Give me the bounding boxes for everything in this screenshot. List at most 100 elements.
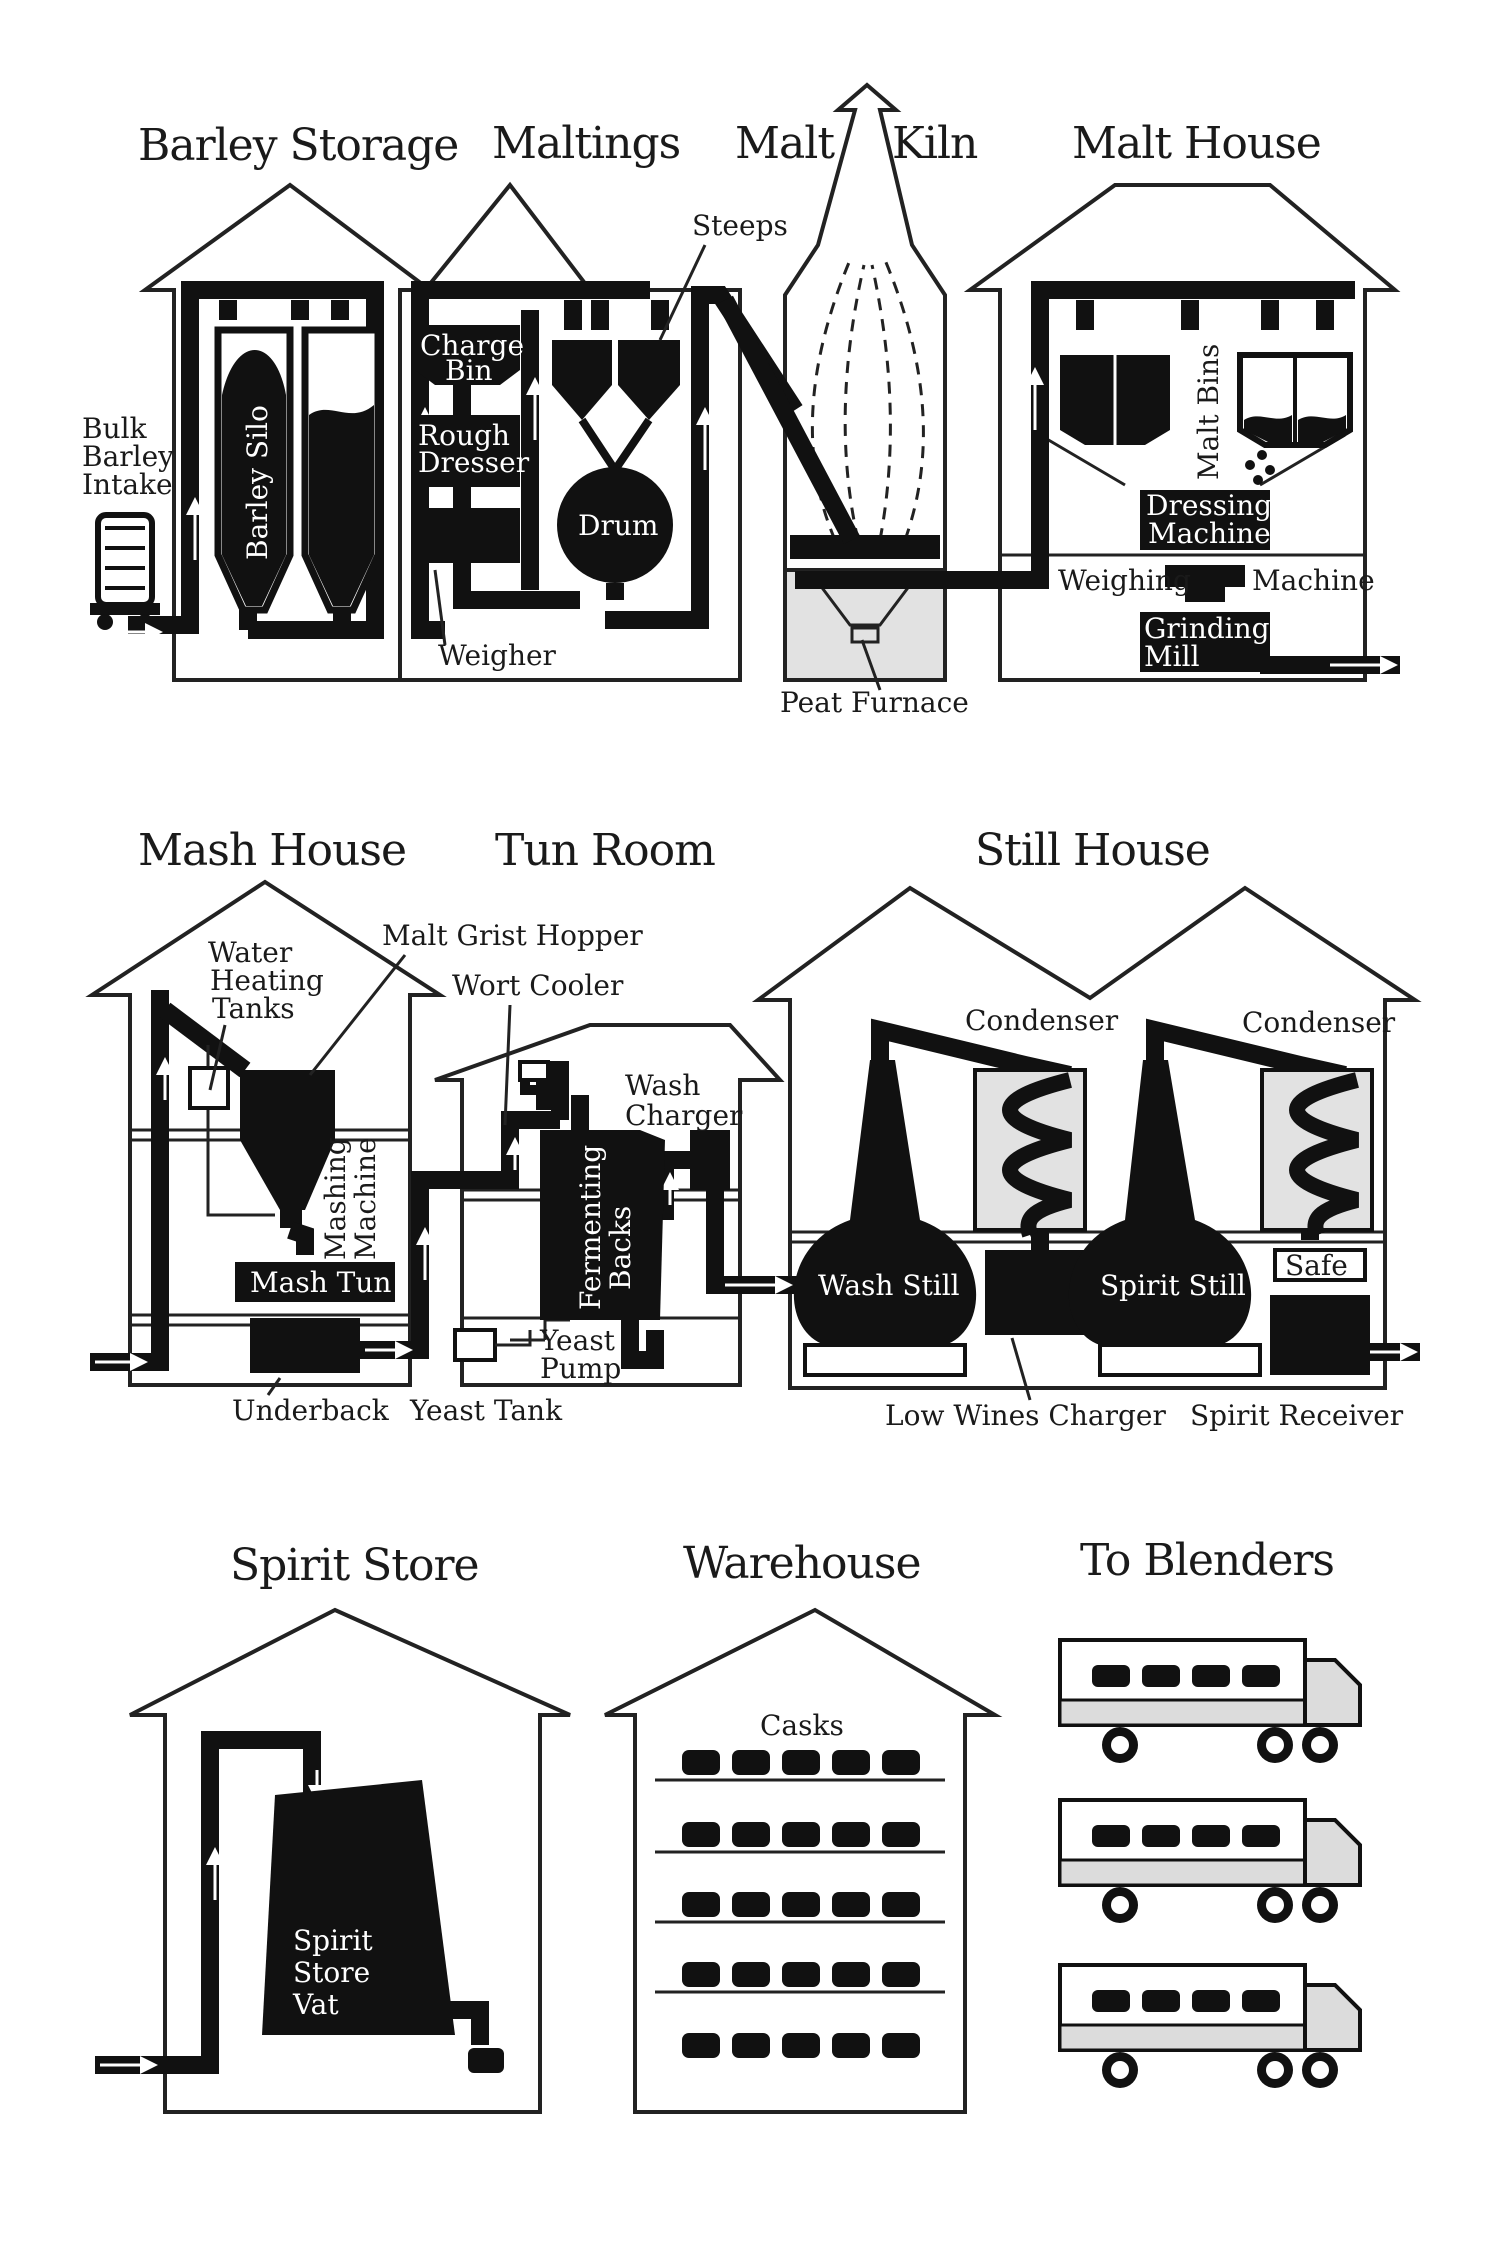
cask: [882, 1822, 920, 1847]
label-spirit-receiver: Spirit Receiver: [1190, 1399, 1404, 1432]
svg-text:Spirit: Spirit: [293, 1924, 373, 1957]
cask: [832, 1822, 870, 1847]
condenser-1: [973, 1068, 1087, 1238]
label-malt-grist-hopper: Malt Grist Hopper: [382, 919, 643, 952]
cask: [732, 2033, 770, 2058]
cask: [832, 2033, 870, 2058]
dressing-machine: [1140, 490, 1270, 550]
cask: [782, 1822, 820, 1847]
yeast-tank: [453, 1328, 497, 1362]
svg-text:Fermenting: Fermenting: [574, 1145, 607, 1310]
cask: [782, 1750, 820, 1775]
lorry: [1058, 1638, 1362, 1763]
cask: [682, 1750, 720, 1775]
svg-text:Grinding: Grinding: [1144, 612, 1270, 645]
malt-grist-hopper: [240, 1070, 335, 1255]
svg-text:Pump: Pump: [540, 1352, 621, 1385]
label-fermenting-backs: Fermenting Backs: [574, 1145, 637, 1310]
title-to-blenders: To Blenders: [1080, 1535, 1334, 1586]
label-peat-furnace: Peat Furnace: [780, 686, 969, 719]
label-low-wines-charger: Low Wines Charger: [885, 1399, 1166, 1432]
label-yeast-pump: Yeast Pump: [539, 1324, 621, 1385]
panel3-section-titles: Spirit Store Warehouse To Blenders: [230, 1535, 1335, 1591]
title-tun-room: Tun Room: [495, 825, 715, 876]
panel-maturation: Spirit Store Vat Casks Spirit Store Ware…: [95, 1535, 1362, 2114]
leader-water-tanks: [208, 1024, 227, 1091]
svg-text:Charge: Charge: [420, 329, 524, 362]
svg-text:Dressing: Dressing: [1146, 489, 1272, 522]
label-water-heating-tanks: Water Heating Tanks: [208, 936, 324, 1025]
rough-dresser: [415, 415, 520, 487]
bulk-barley-intake-truck: [90, 512, 160, 630]
title-spirit-store: Spirit Store: [230, 1540, 479, 1591]
lorry: [1058, 1798, 1362, 1923]
label-wash-still: Wash Still: [818, 1269, 960, 1302]
leader-grist-hopper: [308, 954, 407, 1076]
svg-text:Vat: Vat: [292, 1988, 339, 2021]
svg-text:Tanks: Tanks: [212, 992, 295, 1025]
leader-peat-furnace: [860, 639, 882, 691]
cask: [782, 2033, 820, 2058]
title-mash-house: Mash House: [138, 825, 406, 876]
condenser-2: [1260, 1068, 1374, 1238]
mash-tun: [235, 1262, 395, 1302]
cask: [732, 1892, 770, 1917]
label-drum: Drum: [578, 509, 658, 542]
malt-bins: [1060, 300, 1353, 485]
label-underback: Underback: [232, 1394, 390, 1427]
label-steeps: Steeps: [692, 209, 788, 242]
leader-low-wines: [1010, 1337, 1032, 1401]
water-heating-tank: [188, 1066, 230, 1110]
wash-still: [793, 1060, 977, 1377]
drum: [557, 467, 673, 600]
svg-text:Yeast: Yeast: [539, 1324, 616, 1357]
svg-text:Machine: Machine: [1148, 517, 1271, 550]
cask: [882, 1962, 920, 1987]
svg-text:Charger: Charger: [625, 1099, 743, 1132]
svg-text:Machine: Machine: [349, 1137, 382, 1260]
svg-text:Wash: Wash: [625, 1069, 700, 1102]
svg-text:Barley: Barley: [82, 440, 174, 473]
label-safe: Safe: [1285, 1249, 1348, 1282]
label-machine: Machine: [1252, 564, 1375, 597]
label-casks: Casks: [760, 1709, 844, 1742]
kiln-building: [783, 82, 947, 682]
title-still-house: Still House: [975, 825, 1210, 876]
label-bulk-barley-intake: Bulk Barley Intake: [82, 412, 174, 501]
panel-malting: Barley Storage Maltings Malt Kiln Malt H…: [82, 82, 1401, 719]
cask: [782, 1962, 820, 1987]
title-kiln: Kiln: [892, 118, 978, 169]
cask: [832, 1892, 870, 1917]
cask: [732, 1750, 770, 1775]
title-warehouse: Warehouse: [683, 1538, 921, 1589]
spirit-store-building: [129, 1607, 571, 2114]
cask: [832, 1962, 870, 1987]
low-wines-charger: [985, 1250, 1085, 1335]
steeps-tanks: [552, 340, 680, 478]
grinding-mill: [1140, 612, 1270, 672]
leader-steeps: [658, 244, 707, 341]
pipework-malting: [128, 281, 1400, 674]
casks-rows: [682, 1750, 920, 2058]
label-mashing-machine: Mashing Machine: [319, 1137, 382, 1260]
svg-text:Bulk: Bulk: [82, 412, 148, 445]
cask: [732, 1822, 770, 1847]
label-condenser-1: Condenser: [965, 1004, 1119, 1037]
label-barley-silo: Barley Silo: [241, 405, 274, 560]
kiln-vapour-lines: [810, 259, 925, 541]
svg-text:Bin: Bin: [445, 354, 493, 387]
panel1-section-titles: Barley Storage Maltings Malt Kiln Malt H…: [138, 118, 1322, 171]
label-grinding-mill: Grinding Mill: [1144, 612, 1270, 673]
fermenting-backs: [540, 1130, 665, 1320]
underback: [250, 1318, 360, 1373]
cask: [832, 1750, 870, 1775]
label-weigher: Weigher: [438, 639, 557, 672]
svg-text:Store: Store: [293, 1956, 370, 1989]
label-wash-charger: Wash Charger: [625, 1069, 743, 1132]
spirit-store-vat-label: Spirit Store Vat: [292, 1924, 373, 2021]
barley-silo-right: [301, 326, 382, 614]
label-charge-bin: Charge Bin: [420, 329, 524, 387]
title-malt: Malt: [735, 118, 835, 169]
leader-weigher: [433, 569, 447, 646]
